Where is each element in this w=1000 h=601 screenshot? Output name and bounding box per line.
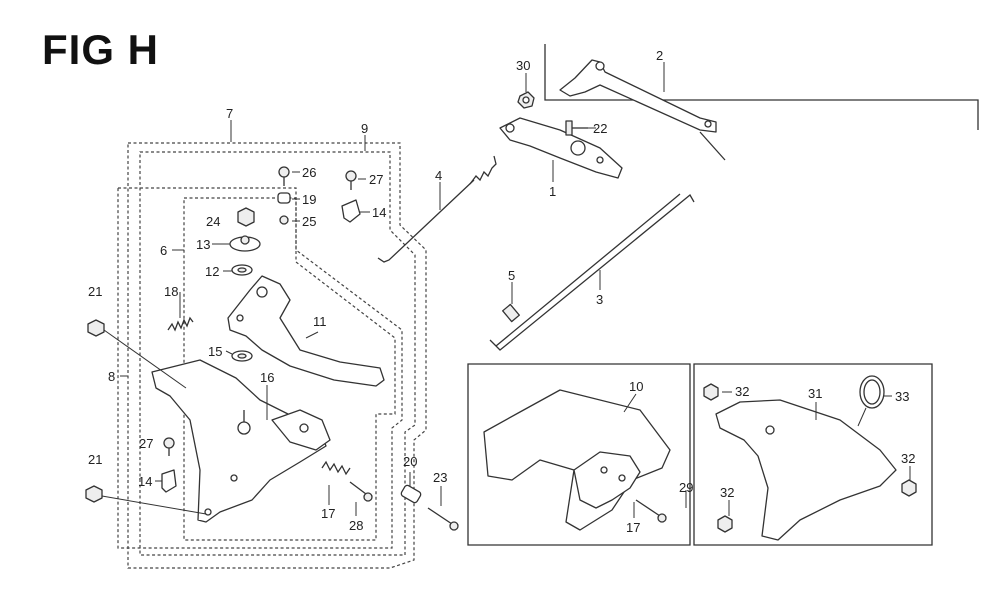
callout-29: 29	[679, 480, 693, 495]
callout-18: 18	[164, 284, 178, 299]
part-27-screw-top	[345, 170, 357, 190]
part-11-governor-arm	[227, 275, 385, 387]
callout-6: 6	[160, 243, 167, 258]
callout-23: 23	[433, 470, 447, 485]
part-20-sleeve	[400, 484, 422, 504]
leader-lines	[120, 62, 911, 518]
callout-21-top: 21	[88, 284, 102, 299]
callout-26: 26	[302, 165, 316, 180]
box-part-31	[693, 363, 933, 546]
callout-9: 9	[361, 121, 368, 136]
part-22-bolt	[565, 120, 588, 136]
callout-31: 31	[808, 386, 822, 401]
part-14-clamp-top	[341, 199, 361, 223]
callout-11: 11	[313, 314, 327, 329]
part-5-sleeve	[502, 303, 520, 323]
callout-16: 16	[260, 370, 274, 385]
callout-28: 28	[349, 518, 363, 533]
part-2-lever-arm	[559, 59, 726, 161]
part-13-plate	[229, 235, 261, 252]
part-10-cover	[483, 389, 671, 531]
part-12-washer	[231, 264, 253, 276]
part-32-bolt-top	[703, 383, 719, 401]
callout-25: 25	[302, 214, 316, 229]
part-14-clamp-bottom	[161, 469, 177, 493]
part-19-clip	[277, 192, 291, 204]
part-29-screw	[635, 499, 667, 523]
part-31-cover	[715, 399, 897, 541]
callout-27-top: 27	[369, 172, 383, 187]
part-24-nut	[237, 207, 255, 227]
callout-19: 19	[302, 192, 316, 207]
callout-30: 30	[516, 58, 530, 73]
callout-22: 22	[593, 121, 607, 136]
part-32-bolt-right	[901, 479, 917, 497]
callout-13: 13	[196, 237, 210, 252]
part-1-lever-bracket	[499, 117, 623, 179]
part-4-spring-rod	[377, 155, 497, 263]
callout-20: 20	[403, 454, 417, 469]
callout-1: 1	[549, 184, 556, 199]
group-outline-9	[139, 151, 416, 556]
callout-15: 15	[208, 344, 222, 359]
part-25-washer	[279, 215, 289, 225]
callout-32-top: 32	[735, 384, 749, 399]
callout-3: 3	[596, 292, 603, 307]
callout-32-right: 32	[901, 451, 915, 466]
callout-10: 10	[629, 379, 643, 394]
callout-14-top: 14	[372, 205, 386, 220]
part-23-bolt	[427, 507, 459, 531]
part-21-bolt-top	[87, 319, 187, 389]
callout-17-right: 17	[626, 520, 640, 535]
box-part-10	[467, 363, 691, 546]
part-27-screw-bottom	[163, 437, 175, 456]
part-17-spring	[321, 460, 351, 476]
callout-7: 7	[226, 106, 233, 121]
part-15-washer	[231, 350, 253, 362]
part-16-base-plate	[151, 359, 331, 523]
callout-8: 8	[108, 369, 115, 384]
callout-14-bottom: 14	[138, 474, 152, 489]
part-28-screw	[349, 481, 373, 502]
part-21-bolt-bottom	[85, 485, 207, 515]
callout-2: 2	[656, 48, 663, 63]
part-30-nut	[517, 91, 535, 109]
callout-4: 4	[435, 168, 442, 183]
callout-21-bottom: 21	[88, 452, 102, 467]
group-outline-7	[127, 142, 427, 569]
callout-5: 5	[508, 268, 515, 283]
callout-12: 12	[205, 264, 219, 279]
callout-17-left: 17	[321, 506, 335, 521]
box-parts-1-2	[544, 44, 979, 130]
part-18-spring	[167, 316, 194, 332]
part-26-screw	[278, 166, 290, 186]
callout-27-bottom: 27	[139, 436, 153, 451]
callout-24: 24	[206, 214, 220, 229]
figure-title: FIG H	[42, 26, 159, 73]
part-33-clamp	[857, 375, 885, 427]
part-3-cable-rod	[489, 193, 695, 351]
group-outline-6	[183, 197, 396, 541]
callout-33: 33	[895, 389, 909, 404]
part-32-bolt-bottom	[717, 515, 733, 533]
callout-32-bottom: 32	[720, 485, 734, 500]
